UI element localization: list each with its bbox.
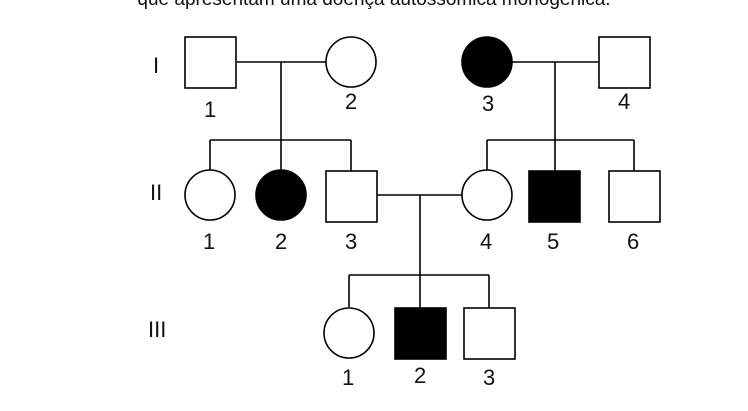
caption-text: que apresentam uma doença autossômica mo… — [0, 0, 748, 11]
individual-label-iii3: 3 — [483, 365, 495, 390]
individual-label-i3: 3 — [482, 91, 494, 116]
individual-label-i2: 2 — [345, 89, 357, 114]
individual-ii5-male-affected — [528, 170, 581, 223]
individual-label-ii4: 4 — [480, 229, 492, 254]
individual-ii3-male — [325, 170, 378, 223]
individual-label-i4: 4 — [618, 89, 630, 114]
individual-ii1-female — [184, 169, 236, 221]
individual-ii6-male — [608, 170, 661, 223]
individual-i1-male — [184, 36, 237, 89]
individual-iii3-male — [463, 307, 516, 360]
individual-i2-female — [325, 36, 377, 88]
generation-label-ii: II — [150, 180, 162, 205]
individual-label-ii3: 3 — [345, 229, 357, 254]
individual-label-ii6: 6 — [627, 229, 639, 254]
individual-iii2-male-affected — [394, 307, 447, 360]
generation-label-i: I — [153, 53, 159, 78]
individual-label-ii5: 5 — [547, 229, 559, 254]
individual-label-i1: 1 — [204, 97, 216, 122]
individual-label-iii2: 2 — [414, 363, 426, 388]
individual-label-iii1: 1 — [342, 365, 354, 390]
individual-label-ii2: 2 — [275, 229, 287, 254]
individual-i4-male — [598, 36, 651, 89]
individual-ii4-female — [461, 169, 513, 221]
individual-ii2-female-affected — [255, 169, 307, 221]
generation-label-iii: III — [148, 317, 166, 342]
individual-iii1-female — [323, 307, 375, 359]
individual-label-ii1: 1 — [203, 229, 215, 254]
individual-i3-female-affected — [461, 36, 513, 88]
